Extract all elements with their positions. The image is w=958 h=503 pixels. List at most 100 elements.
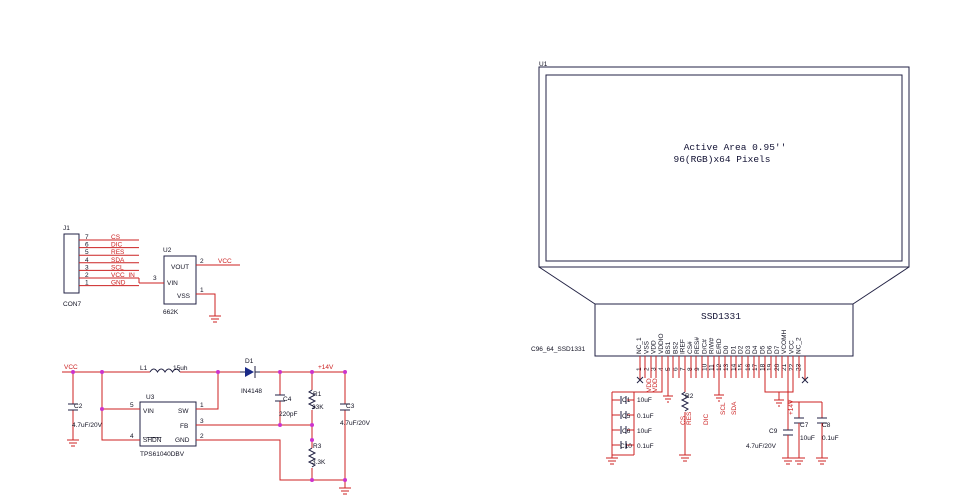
u3-part: TPS61040DBV (140, 451, 185, 458)
pin-ground-icon (714, 394, 724, 402)
decoupling-wires-left (611, 378, 663, 456)
u3-pin-shdn: 4 (130, 433, 134, 440)
c2-ref: C2 (74, 403, 83, 410)
u1-pin-name: NC_1 (636, 337, 643, 354)
part-label: C96_64_SSD1331 (531, 346, 586, 353)
junction-dot (278, 370, 282, 374)
pixel-label: 96(RGB)x64 Pixels (674, 154, 771, 165)
u1-pin-name: D3 (745, 345, 752, 354)
j1-pin-number: 4 (85, 257, 89, 264)
u2-pin-vin: 3 (153, 275, 157, 282)
junction-dot (278, 423, 282, 427)
u2-ref: U2 (163, 247, 172, 254)
u1-pin-name: RES# (694, 337, 701, 354)
u3-fb: FB (180, 423, 188, 430)
vcomh-ground-icons (782, 457, 828, 465)
j1-net-label: CS (111, 234, 121, 241)
u1-pin-number: 14 (730, 363, 737, 371)
u3-shdn: SHDN (143, 437, 162, 444)
c8-ref: C8 (822, 422, 831, 429)
u1-pin-name: D5 (759, 345, 766, 354)
ssd1331-body (594, 303, 854, 357)
u2-part: 662K (163, 309, 179, 316)
u1-pin-number: 4 (658, 367, 665, 371)
c1-ref: C1 (622, 397, 631, 404)
u1-pin-name: VSS (643, 340, 650, 354)
r1-resistor-icon (307, 389, 317, 410)
u1-pin-number: 13 (723, 363, 730, 371)
junction-dot (343, 478, 347, 482)
active-area-label: Active Area 0.95'' (684, 142, 787, 153)
oled-module-u1: U1 Active Area 0.95'' 96(RGB)x64 Pixels … (531, 61, 910, 372)
u1-net-label: CS (680, 415, 687, 425)
u1-pin-stubs (639, 356, 806, 392)
d1-bar (240, 366, 260, 378)
u2-net-vcc: VCC (218, 258, 232, 265)
u2-body (163, 255, 197, 305)
u1-net-label: DIC (703, 414, 710, 426)
boost-ground-icon (339, 487, 351, 495)
l1-ref: L1 (140, 365, 148, 372)
c7-value: 10uF (800, 435, 815, 442)
j1-pin-number: 7 (85, 234, 89, 241)
u1-pin-labels: NC_11VSS2VDD3VDDIO4BS15BS26IREF7CS#8RES#… (636, 330, 803, 372)
oled-outline (538, 66, 910, 268)
u2-pin-vss: 1 (200, 287, 204, 294)
j1-body (63, 233, 80, 294)
d1-diode-icon (245, 367, 254, 377)
u3-vin-shdn-wire (101, 372, 140, 441)
decoupling-ground-icon (606, 457, 618, 465)
j1-net-label: DIC (111, 242, 123, 249)
j1-pin-number: 5 (85, 249, 89, 256)
u1-pin-name: D6 (767, 345, 774, 354)
u3-pin-fb: 3 (200, 418, 204, 425)
u3-gnd: GND (175, 437, 190, 444)
u2-vss: VSS (177, 293, 191, 300)
u3-vin: VIN (143, 408, 154, 415)
r1-value: 33K (312, 404, 324, 411)
u1-net-label: SDA (731, 401, 738, 415)
u1-pin-name: NC_2 (796, 337, 803, 354)
boost-converter: VCC C2 4.7uF/20V U3 VIN SW FB SHDN GND T… (62, 358, 371, 495)
pin-ground-icon (663, 395, 673, 403)
u1-pin-number: 18 (759, 363, 766, 371)
junction-dot (310, 478, 314, 482)
r3-ref: R3 (313, 443, 322, 450)
u1-net-label: VDD (652, 378, 659, 392)
u2-vin: VIN (167, 280, 178, 287)
c8-value: 0.1uF (822, 435, 839, 442)
u3-sw-wire (196, 372, 219, 410)
c3-ref: C3 (346, 403, 355, 410)
c3-plates (340, 403, 350, 411)
r2-ground-icon (679, 454, 691, 462)
junction-dot (100, 370, 104, 374)
junction-dot (216, 370, 220, 374)
l1-coil (149, 368, 181, 373)
u1-net-label: SCL (720, 402, 727, 415)
boost-out-net: +14V (318, 364, 334, 371)
nc-marker-icon (636, 376, 809, 384)
u1-pin-number: 2 (643, 367, 650, 371)
u1-ref: U1 (539, 61, 548, 68)
u1-pin-name: CS# (687, 341, 694, 354)
u1-pin-number: 10 (701, 363, 708, 371)
j1-ref: J1 (63, 225, 70, 232)
boost-vcc-label: VCC (64, 364, 78, 371)
junction-dot (343, 370, 347, 374)
c10-ref: C10 (620, 443, 632, 450)
oled-active-area (545, 74, 903, 262)
regulator-u2: U2 VOUT VIN VSS 662K 3 2 VCC 1 (139, 247, 240, 323)
junction-dot (310, 370, 314, 374)
u1-pin-number: 21 (781, 363, 788, 371)
u3-pin-gnd: 2 (200, 433, 204, 440)
u1-pin-name: VDDIO (658, 333, 665, 354)
u1-pin-name: BS2 (672, 341, 679, 354)
r3-resistor-icon (307, 447, 317, 468)
fpc-taper (538, 266, 910, 305)
u1-pin-number: 8 (687, 367, 694, 371)
u1-pin-number: 3 (651, 367, 658, 371)
vcomh-gnd-wires (787, 423, 823, 458)
u3-pin-sw: 1 (200, 402, 204, 409)
u1-pin-number: 22 (788, 363, 795, 371)
